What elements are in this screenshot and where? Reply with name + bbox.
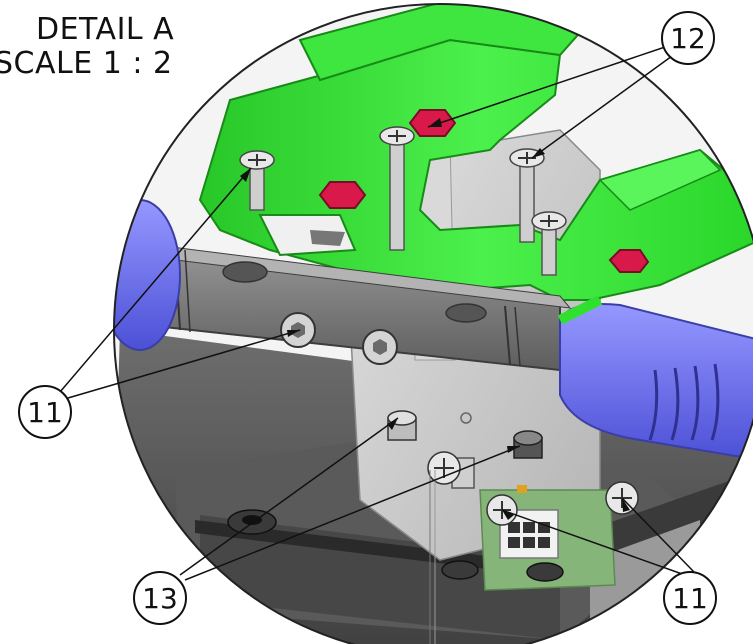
balloon-12: 12 — [661, 11, 715, 65]
balloon-12-label: 12 — [670, 22, 706, 55]
balloon-13-label: 13 — [142, 582, 178, 615]
detail-content — [114, 4, 753, 644]
hex-bolt — [408, 109, 457, 137]
detail-scale: SCALE 1 : 2 — [0, 46, 173, 81]
red-bolts — [318, 109, 650, 273]
hex-bolt — [318, 181, 367, 209]
standoff-screws — [239, 126, 567, 276]
hex-bolt — [608, 249, 650, 273]
leader-arrowheads — [240, 118, 630, 520]
green-bracket — [198, 4, 753, 301]
leader-lines — [59, 45, 696, 581]
balloon-11-right-label: 11 — [672, 582, 708, 615]
balloon-13: 13 — [133, 571, 187, 625]
blue-knob-left — [114, 199, 181, 351]
detail-boundary — [113, 3, 753, 644]
balloon-11-left-label: 11 — [27, 396, 63, 429]
detail-title: DETAIL A — [36, 12, 175, 47]
balloon-11-right: 11 — [663, 571, 717, 625]
balloon-11-left: 11 — [18, 385, 72, 439]
blue-knob-right — [557, 295, 753, 462]
